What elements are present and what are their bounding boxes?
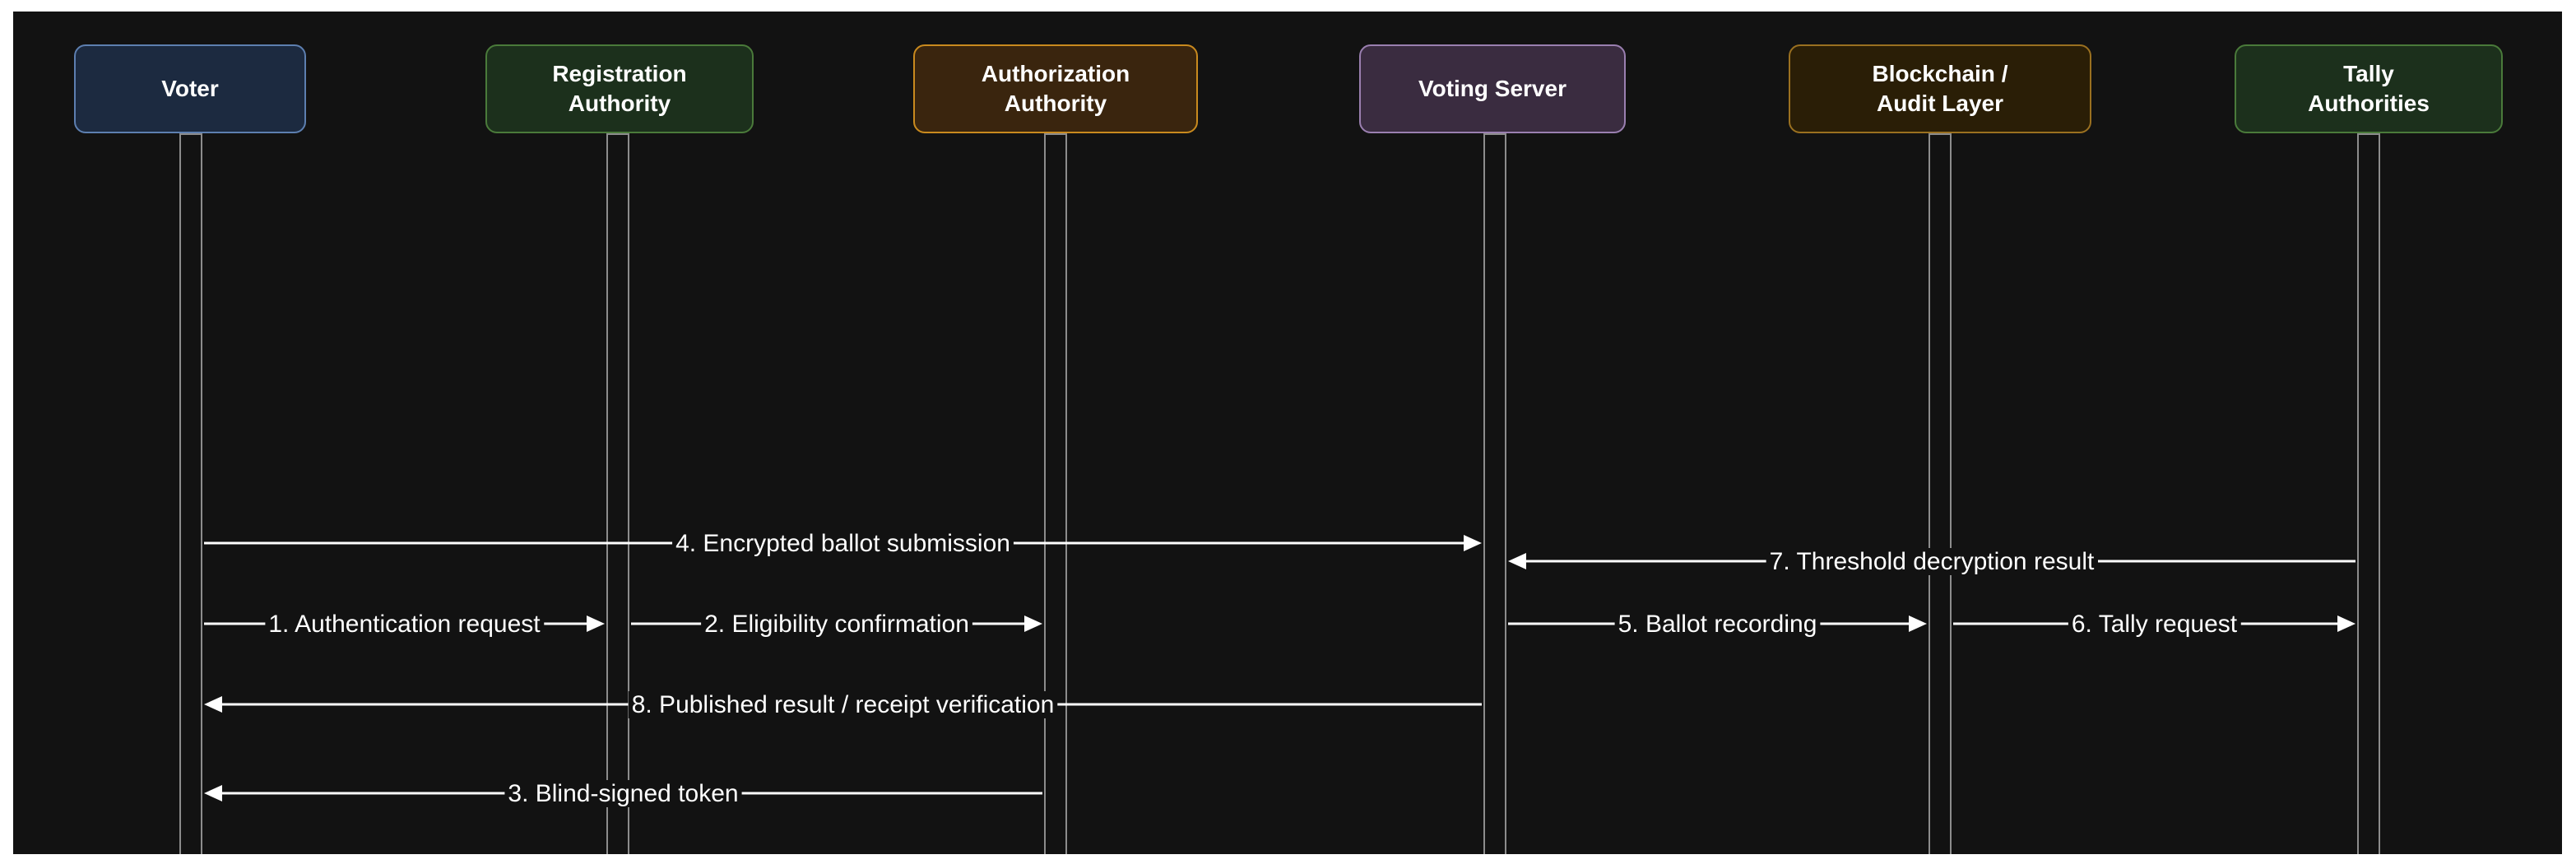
participant-aa: Authorization Authority (913, 44, 1198, 133)
participant-label: Registration Authority (552, 61, 687, 116)
messages-layer: 4. Encrypted ballot submission 7. Thresho… (204, 530, 2356, 807)
participant-bc: Blockchain / Audit Layer (1789, 44, 2091, 133)
message-label-bg (1766, 548, 2098, 575)
arrowhead (1909, 615, 1927, 632)
message-label: 6. Tally request (2072, 611, 2238, 638)
message-label-bg (2068, 611, 2241, 638)
message-label-bg (628, 691, 1058, 718)
lifeline-aa (1044, 133, 1067, 854)
lifeline-vs (1483, 133, 1506, 854)
participant-ta: Tally Authorities (2235, 44, 2503, 133)
message-label: 1. Authentication request (268, 611, 541, 638)
message-label-bg (1614, 611, 1821, 638)
message-6: 6. Tally request (1953, 611, 2356, 638)
message-3: 1. Authentication request (204, 611, 605, 638)
message-label-bg (504, 780, 742, 807)
message-label: 4. Encrypted ballot submission (675, 530, 1010, 557)
message-label: 3. Blind-signed token (508, 780, 738, 807)
arrowhead (2337, 615, 2356, 632)
message-label-bg (701, 611, 972, 638)
participant-label: Tally Authorities (2308, 61, 2430, 116)
message-8: 3. Blind-signed token (204, 780, 1042, 807)
participant-label: Authorization Authority (981, 61, 1130, 116)
message-1: 4. Encrypted ballot submission (204, 530, 1482, 557)
arrowhead (204, 785, 222, 801)
message-label: 2. Eligibility confirmation (704, 611, 969, 638)
participant-voter: Voter (74, 44, 306, 133)
participant-label: Voting Server (1418, 76, 1566, 101)
message-5: 5. Ballot recording (1508, 611, 1927, 638)
message-label-bg (672, 530, 1014, 557)
message-label: 7. Threshold decryption result (1770, 548, 2095, 575)
message-2: 7. Threshold decryption result (1508, 548, 2356, 575)
participant-label: Voter (161, 76, 219, 101)
message-label-bg (265, 611, 545, 638)
sequence-diagram: Voter Registration Authority Authorization… (13, 12, 2562, 854)
arrowhead (587, 615, 605, 632)
lifeline-ra (606, 133, 629, 854)
lifeline-voter (179, 133, 202, 854)
message-4: 2. Eligibility confirmation (631, 611, 1042, 638)
message-label: 5. Ballot recording (1618, 611, 1817, 638)
lifeline-bc (1929, 133, 1952, 854)
message-label: 8. Published result / receipt verificati… (632, 691, 1055, 718)
arrowhead (1508, 553, 1526, 569)
arrowhead (204, 696, 222, 713)
participant-label: Blockchain / Audit Layer (1872, 61, 2008, 116)
arrowhead (1464, 535, 1482, 551)
message-7: 8. Published result / receipt verificati… (204, 691, 1482, 718)
lifeline-ta (2357, 133, 2380, 854)
participant-ra: Registration Authority (485, 44, 754, 133)
participant-vs: Voting Server (1359, 44, 1626, 133)
arrowhead (1024, 615, 1042, 632)
